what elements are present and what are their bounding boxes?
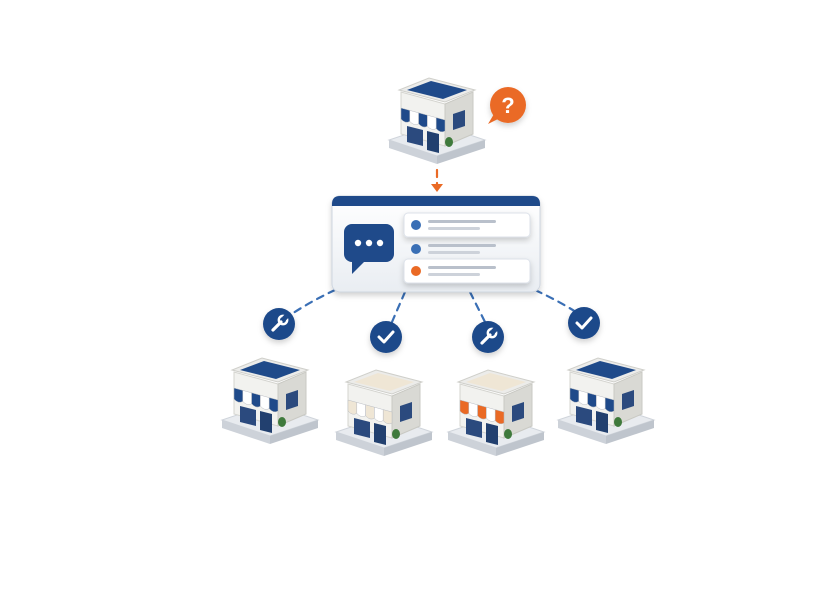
checkmark-badge: [568, 307, 600, 339]
store-door: [374, 423, 386, 445]
store-2: [334, 369, 434, 456]
wrench-icon: [271, 314, 289, 332]
checkmark-icon: [575, 316, 593, 330]
chat-bubble-icon: [344, 224, 394, 274]
store-roof: [466, 373, 526, 391]
plant-icon: [392, 429, 400, 439]
plant-icon: [278, 417, 286, 427]
panel-header-bar: [332, 196, 540, 206]
store-roof: [576, 361, 636, 379]
store-side-window: [286, 390, 298, 410]
store-window: [576, 406, 592, 426]
store-side-window: [453, 110, 465, 130]
store-awning: [233, 387, 279, 413]
panel-row: [403, 212, 531, 238]
checkmark-icon: [377, 330, 395, 344]
store-side-window: [400, 402, 412, 422]
panel-row: [403, 258, 531, 284]
store-awning: [400, 107, 446, 133]
store-window: [354, 418, 370, 438]
top-store: ?: [387, 77, 526, 164]
store-roof: [354, 373, 414, 391]
store-door: [486, 423, 498, 445]
wrench-icon: [480, 327, 498, 345]
message-panel: [331, 195, 541, 293]
plant-icon: [614, 417, 622, 427]
store-window: [466, 418, 482, 438]
store-awning: [569, 387, 615, 413]
plant-icon: [445, 137, 453, 147]
store-window: [240, 406, 256, 426]
wrench-badge: [472, 321, 504, 353]
store-side-window: [622, 390, 634, 410]
connector-store-3: [468, 290, 487, 324]
connector-store-2: [390, 290, 407, 324]
store-3: [446, 369, 546, 456]
store-1: [220, 357, 320, 444]
store-awning: [347, 399, 393, 425]
arrow-head: [431, 184, 443, 192]
row-status-dot: [411, 244, 421, 254]
row-status-dot: [411, 220, 421, 230]
question-badge: ?: [488, 87, 526, 124]
store-awning: [459, 399, 505, 425]
question-mark-icon: ?: [501, 93, 514, 118]
store-roof: [240, 361, 300, 379]
store-door: [596, 411, 608, 433]
store-4: [556, 357, 656, 444]
chat-panel: [331, 195, 541, 293]
checkmark-badge: [370, 321, 402, 353]
store-door: [427, 131, 439, 153]
plant-icon: [504, 429, 512, 439]
stores: ?: [220, 77, 656, 456]
store-side-window: [512, 402, 524, 422]
row-status-dot: [411, 266, 421, 276]
panel-row: [411, 244, 496, 254]
store-door: [260, 411, 272, 433]
wrench-badge: [263, 308, 295, 340]
store-window: [407, 126, 423, 146]
store-roof: [407, 81, 467, 99]
